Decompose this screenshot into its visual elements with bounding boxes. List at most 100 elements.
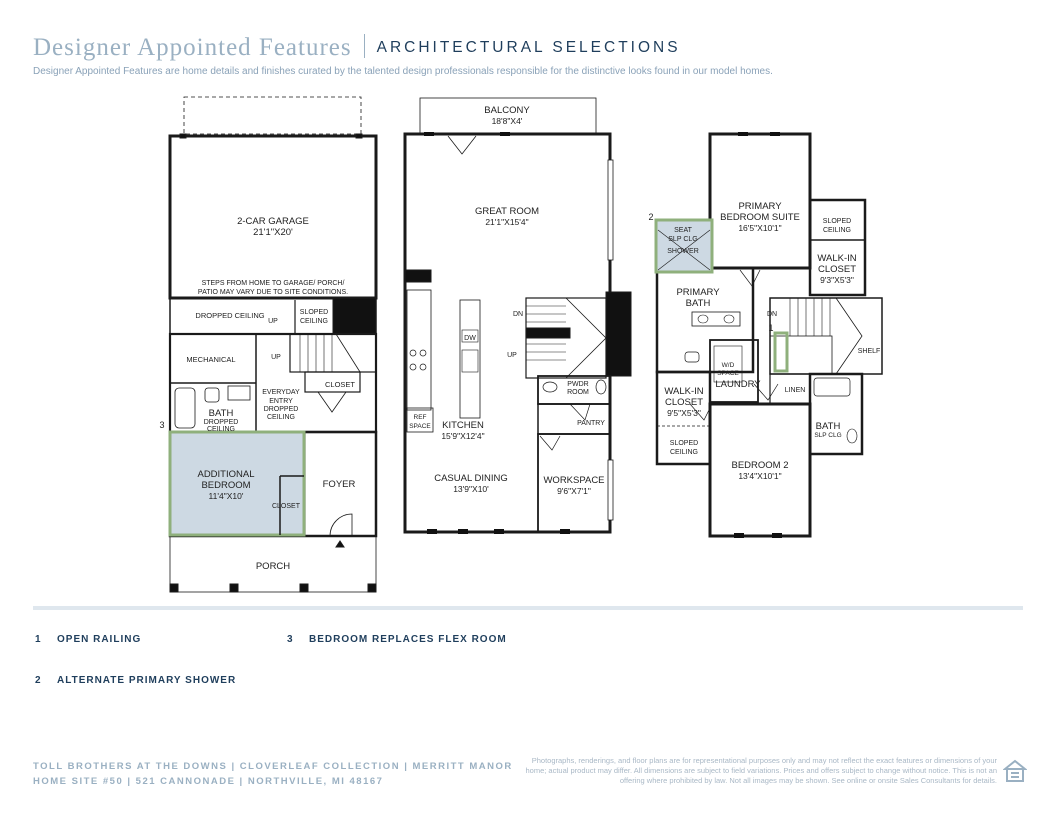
bath-3-slp: SLP CLG: [814, 432, 841, 439]
shower-seat: SEAT: [674, 227, 692, 234]
bedroom2-dim: 13'4"X10'1": [738, 471, 781, 481]
wd-2: SPACE: [717, 370, 739, 377]
everyday-1: EVERYDAY: [262, 389, 300, 396]
casual-dining-dim: 13'9"X10': [453, 484, 489, 494]
legend-number: 3: [287, 634, 294, 645]
up-label-1: UP: [268, 318, 278, 325]
legend-item-shower: 2 ALTERNATE PRIMARY SHOWER: [35, 675, 236, 686]
bedroom2-label: BEDROOM 2: [731, 460, 788, 471]
pwdr-1: PWDR: [567, 381, 588, 388]
foyer-label: FOYER: [323, 479, 356, 490]
sloped-ceiling-2: CEILING: [300, 318, 328, 325]
callout-1: 1: [768, 323, 773, 333]
steps-note-1: STEPS FROM HOME TO GARAGE/ PORCH/: [202, 280, 345, 287]
pwdr-2: ROOM: [567, 389, 589, 396]
ref-1: REF: [414, 414, 427, 421]
page-subtitle: ARCHITECTURAL SELECTIONS: [376, 39, 681, 56]
steps-note-2: PATIO MAY VARY DUE TO SITE CONDITIONS.: [198, 289, 348, 296]
legend-label: ALTERNATE PRIMARY SHOWER: [57, 675, 237, 686]
legend-number: 2: [35, 675, 42, 686]
dw-label: DW: [464, 335, 476, 342]
bedroom-dim: 11'4"X10': [209, 491, 244, 501]
workspace-label: WORKSPACE: [543, 475, 604, 486]
everyday-4: CEILING: [267, 414, 295, 421]
page-header: Designer Appointed Features ARCHITECTURAL…: [33, 34, 681, 62]
workspace-dim: 9'6"X7'1": [557, 486, 591, 496]
wd-1: W/D: [722, 362, 735, 369]
laundry-label: LAUNDRY: [715, 379, 761, 390]
sloped-ceiling-1: SLOPED: [300, 309, 328, 316]
casual-dining-label: CASUAL DINING: [434, 473, 508, 484]
walkin-a-1: WALK-IN: [817, 253, 856, 264]
title-divider: [363, 34, 365, 58]
garage-label: 2-CAR GARAGE: [237, 216, 309, 227]
callout-3: 3: [159, 420, 164, 430]
bedroom-label-1: ADDITIONAL: [197, 469, 254, 480]
dn-label: DN: [513, 311, 523, 318]
sloped-ceiling-b-2: CEILING: [670, 449, 698, 456]
footer-line-2: HOME SITE #50 | 521 CANNONADE | NORTHVIL…: [33, 776, 384, 787]
balcony-dim: 18'8"X4': [492, 116, 523, 126]
balcony-label: BALCONY: [484, 105, 530, 116]
walkin-b-dim: 9'5"X5'3": [667, 408, 701, 418]
ref-2: SPACE: [409, 423, 431, 430]
bath-3-label: BATH: [816, 421, 841, 432]
walkin-b-2: CLOSET: [665, 397, 703, 408]
footer-line-1: TOLL BROTHERS AT THE DOWNS | CLOVERLEAF …: [33, 761, 513, 772]
up-label-2: UP: [271, 354, 281, 361]
great-room-dim: 21'1"X15'4": [485, 217, 528, 227]
sloped-ceiling-a-1: SLOPED: [823, 218, 851, 225]
up-label: UP: [507, 352, 517, 359]
great-room-label: GREAT ROOM: [475, 206, 539, 217]
primary-suite-1: PRIMARY: [738, 201, 782, 212]
equal-housing-icon: [1003, 759, 1027, 782]
kitchen-dim: 15'9"X12'4": [441, 431, 484, 441]
shelf-label: SHELF: [858, 348, 881, 355]
primary-bath-2: BATH: [686, 298, 711, 309]
floor-3-plan: [654, 132, 883, 538]
primary-suite-dim: 16'5"X10'1": [738, 223, 781, 233]
primary-bath-1: PRIMARY: [676, 287, 720, 298]
mechanical-label: MECHANICAL: [186, 355, 235, 364]
callout-2: 2: [648, 212, 653, 222]
porch-label: PORCH: [256, 561, 290, 572]
everyday-2: ENTRY: [269, 398, 293, 405]
legend-item-bedroom: 3 BEDROOM REPLACES FLEX ROOM: [287, 634, 507, 645]
footer-community: TOLL BROTHERS AT THE DOWNS | CLOVERLEAF …: [33, 759, 513, 789]
bedroom-label-2: BEDROOM: [201, 480, 250, 491]
footer-disclaimer: Photographs, renderings, and floor plans…: [525, 756, 997, 785]
floor-1-plan: [168, 96, 378, 593]
legend-number: 1: [35, 634, 42, 645]
sloped-ceiling-b-1: SLOPED: [670, 440, 698, 447]
bedroom-closet-label: CLOSET: [272, 503, 301, 510]
bath-label: BATH: [209, 408, 234, 419]
everyday-3: DROPPED: [264, 406, 299, 413]
intro-text: Designer Appointed Features are home det…: [33, 66, 773, 77]
legend-label: OPEN RAILING: [57, 634, 142, 645]
legend-label: BEDROOM REPLACES FLEX ROOM: [309, 634, 507, 645]
bath-dropped-1: DROPPED: [204, 419, 239, 426]
walkin-b-1: WALK-IN: [664, 386, 703, 397]
walkin-a-2: CLOSET: [818, 264, 856, 275]
shower-highlight: [654, 218, 714, 274]
garage-dim: 21'1"X20': [253, 227, 293, 238]
walkin-a-dim: 9'3"X5'3": [820, 275, 854, 285]
kitchen-label: KITCHEN: [442, 420, 484, 431]
closet-label: CLOSET: [325, 380, 355, 389]
dn-label-3: DN: [767, 311, 777, 318]
pantry-label: PANTRY: [577, 420, 605, 427]
shower-slp-clg: SLP CLG: [668, 236, 697, 243]
page-title: Designer Appointed Features: [33, 34, 352, 61]
bath-dropped-2: CEILING: [207, 426, 235, 433]
linen-label: LINEN: [785, 387, 806, 394]
section-divider: [33, 606, 1023, 610]
bedroom-highlight: [168, 430, 306, 537]
floor-2-plan: [403, 97, 632, 534]
dropped-ceiling-label: DROPPED CEILING: [195, 311, 264, 320]
railing-highlight: [773, 331, 789, 373]
primary-suite-2: BEDROOM SUITE: [720, 212, 800, 223]
shower-label: SHOWER: [667, 248, 699, 255]
legend-item-open-railing: 1 OPEN RAILING: [35, 634, 141, 645]
sloped-ceiling-a-2: CEILING: [823, 227, 851, 234]
